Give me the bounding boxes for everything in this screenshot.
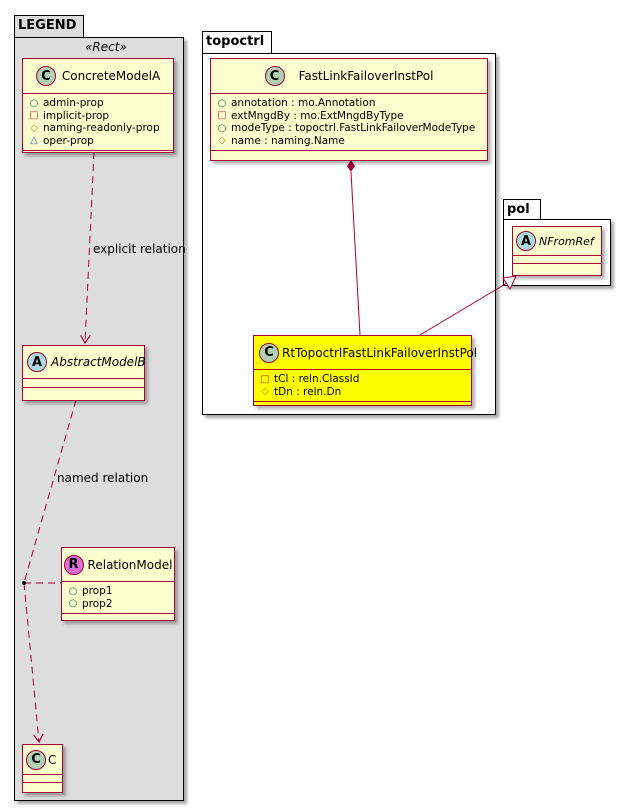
attribute-text: oper-prop [43,134,94,147]
attribute-row: ○ annotation : mo.Annotation [217,97,481,110]
explicit-relation-line [85,151,95,343]
explicit-relation-label: explicit relation [93,242,186,256]
named-relation-line-upper [23,399,77,584]
methods [23,388,144,395]
topoctrl-package-tab: topoctrl [202,31,272,54]
class-name: C [48,752,57,767]
attributes [23,379,144,388]
package-visibility-icon: △ [30,135,38,147]
attribute-row: □ extMngdBy : mo.ExtMngdByType [217,110,481,123]
public-visibility-icon: ○ [217,97,227,109]
class-name: FastLinkFailoverInstPol [298,69,434,83]
attributes [23,775,62,783]
relation-r-icon: R [63,554,84,575]
attribute-row: ◇ naming-readonly-prop [29,122,167,135]
class-name: AbstractModelB [51,355,146,369]
topoctrl-package-name: topoctrl [206,34,265,49]
attribute-row: ○ admin-prop [29,97,167,110]
class-name: ConcreteModelA [61,69,161,83]
legend-package-name: LEGEND [18,18,77,33]
class-header: C FastLinkFailoverInstPol [211,59,487,94]
attribute-text: prop1 [82,585,113,598]
class-relation-model[interactable]: R RelationModel ○ prop1 ○ prop2 [61,547,175,621]
methods [62,614,174,621]
methods [254,402,471,409]
class-c-icon: C [35,66,56,86]
protected-visibility-icon: ◇ [261,386,269,398]
attributes: □ tCl : reln.ClassId ◇ tDn : reln.Dn [254,370,471,402]
class-header: C C [23,745,62,775]
legend-package-tab: LEGEND [14,15,84,38]
attribute-text: extMngdBy : mo.ExtMngdByType [231,109,404,122]
class-nfromref[interactable]: A NFromRef [512,226,602,276]
attribute-text: naming-readonly-prop [43,122,160,135]
attribute-text: name : naming.Name [231,134,345,147]
private-visibility-icon: □ [260,373,270,385]
class-fast-link-failover-inst-pol[interactable]: C FastLinkFailoverInstPol ○ annotation : … [210,58,488,161]
inheritance-line [419,282,508,336]
class-c-icon: C [259,342,279,363]
attribute-row: ○ prop2 [68,598,168,611]
relation-junction-dot [22,581,26,585]
attribute-text: tCl : reln.ClassId [274,373,360,386]
private-visibility-icon: □ [217,110,227,122]
attribute-row: □ tCl : reln.ClassId [260,373,465,386]
attribute-text: tDn : reln.Dn [274,385,342,398]
public-visibility-icon: ○ [68,585,78,597]
attributes: ○ annotation : mo.Annotation □ extMngdBy :… [211,94,487,151]
class-header: A NFromRef [513,227,601,256]
class-name: NFromRef [539,234,594,248]
abstract-a-icon: A [27,352,47,372]
class-header: C ConcreteModelA [23,59,173,94]
class-header: C RtTopoctrlFastLinkFailoverInstPol [254,336,477,370]
class-c-icon: C [26,749,46,770]
methods [23,783,62,790]
attribute-row: ○ modeType : topoctrl.FastLinkFailoverMod… [217,122,481,135]
class-abstract-model-b[interactable]: A AbstractModelB [22,345,146,401]
attribute-row: ◇ name : naming.Name [217,135,481,148]
attribute-row: □ implicit-prop [29,110,167,123]
attributes: ○ prop1 ○ prop2 [62,582,174,614]
pol-package-name: pol [507,202,530,217]
attribute-text: annotation : mo.Annotation [231,97,376,110]
pol-package-tab: pol [503,199,541,220]
attribute-text: modeType : topoctrl.FastLinkFailoverMode… [231,122,476,135]
named-relation-label: named relation [57,471,149,485]
attributes: ○ admin-prop □ implicit-prop ◇ naming-reado… [23,94,173,151]
protected-visibility-icon: ◇ [218,135,226,147]
attribute-row: △ oper-prop [29,135,167,148]
methods [211,151,487,158]
class-concrete-model-a[interactable]: C ConcreteModelA ○ admin-prop □ implicit-p… [22,58,174,153]
public-visibility-icon: ○ [217,122,227,134]
public-visibility-icon: ○ [29,97,39,109]
class-header: R RelationModel [62,548,174,582]
attribute-text: implicit-prop [43,109,110,122]
class-header: A AbstractModelB [23,346,146,379]
inheritance-arrowhead [502,275,517,291]
class-c[interactable]: C C [22,744,63,793]
attributes [513,256,601,264]
attribute-row: ○ prop1 [68,585,168,598]
methods [23,151,173,158]
class-name: RelationModel [87,557,173,572]
legend-package [14,37,184,801]
methods [513,264,601,271]
abstract-a-icon: A [516,231,536,251]
attribute-text: prop2 [82,597,113,610]
protected-visibility-icon: ◇ [30,122,38,134]
attribute-text: admin-prop [43,97,104,110]
named-relation-line-lower [23,582,39,742]
class-c-icon: C [264,66,285,86]
composition-diamond [347,160,355,172]
class-rt-topoctrl-fast-link-failover-inst-pol[interactable]: C RtTopoctrlFastLinkFailoverInstPol □ tCl… [253,335,477,409]
composition-line [350,171,361,336]
attribute-row: ◇ tDn : reln.Dn [260,386,465,399]
legend-stereotype: «Rect» [85,40,127,54]
public-visibility-icon: ○ [68,598,78,610]
private-visibility-icon: □ [29,110,39,122]
class-name: RtTopoctrlFastLinkFailoverInstPol [282,345,478,360]
